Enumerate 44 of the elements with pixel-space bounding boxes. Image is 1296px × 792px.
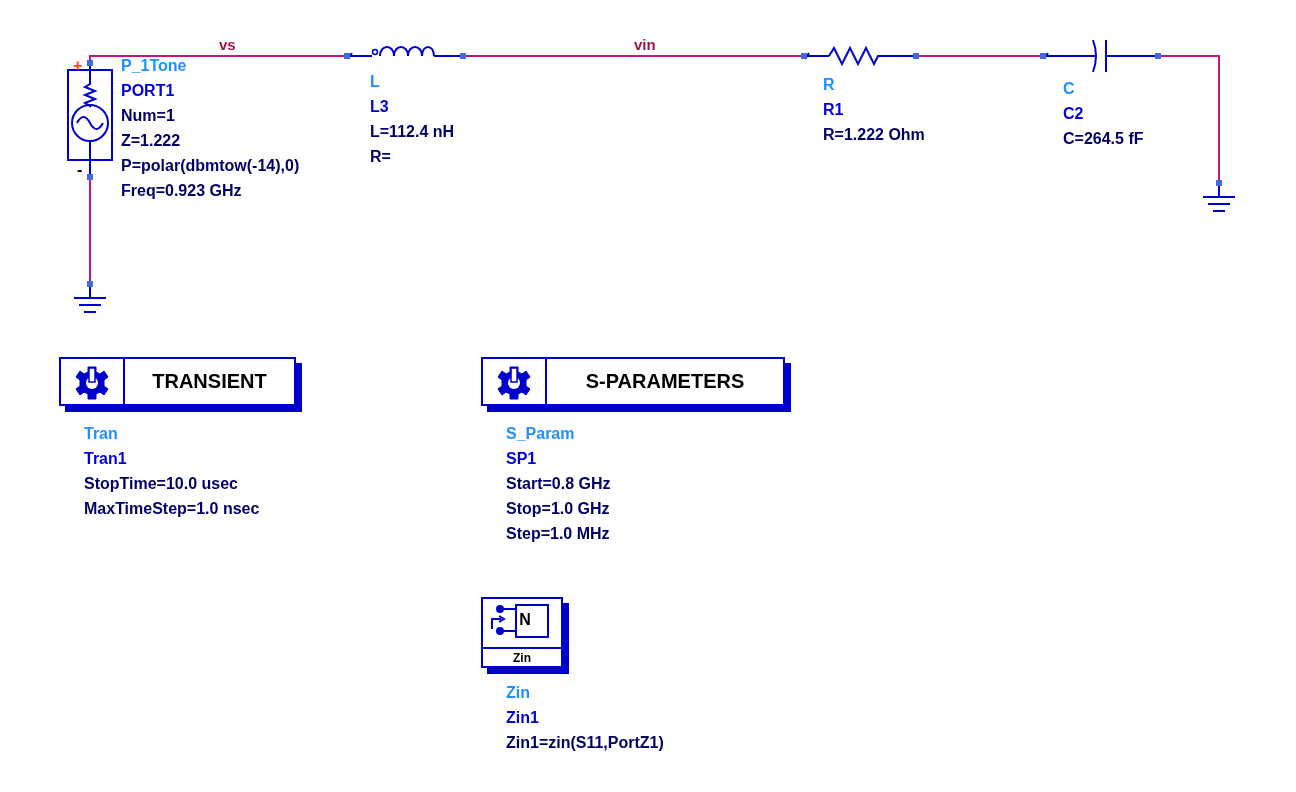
- parameter-label: P=polar(dbmtow(-14),0): [121, 156, 300, 176]
- equation-type-label: Zin: [513, 650, 531, 665]
- ground-symbol: [1203, 180, 1235, 212]
- component-type-label: C: [1063, 79, 1075, 99]
- component-type-label: L: [370, 72, 380, 92]
- instance-name-label: PORT1: [121, 81, 175, 101]
- wire: [89, 55, 345, 61]
- component-type-label: S_Param: [506, 424, 575, 444]
- instance-name-label: Zin1: [506, 708, 539, 728]
- parameter-label: MaxTimeStep=1.0 nsec: [84, 499, 260, 519]
- parameter-label: Freq=0.923 GHz: [121, 181, 242, 201]
- instance-name-label: R1: [823, 100, 844, 120]
- component-type-label: P_1Tone: [121, 56, 187, 76]
- minus-terminal-label: -: [77, 162, 83, 178]
- parameter-label: Step=1.0 MHz: [506, 524, 610, 544]
- wire: [1160, 55, 1220, 181]
- parameter-label: C=264.5 fF: [1063, 129, 1144, 149]
- parameter-label: Z=1.222: [121, 131, 181, 151]
- instance-name-label: SP1: [506, 449, 537, 469]
- instance-name-label: L3: [370, 97, 389, 117]
- parameter-label: Num=1: [121, 106, 175, 126]
- parameter-label: StopTime=10.0 usec: [84, 474, 238, 494]
- parameter-label: Start=0.8 GHz: [506, 474, 611, 494]
- net-label: vin: [632, 37, 658, 53]
- parameter-label: R=1.222 Ohm: [823, 125, 925, 145]
- network-label: N: [519, 612, 531, 628]
- resistor-symbol: [801, 46, 919, 66]
- port-source-symbol: [67, 60, 113, 180]
- parameter-label: L=112.4 nH: [370, 122, 455, 142]
- wire: [465, 55, 802, 57]
- component-type-label: Zin: [506, 683, 530, 703]
- wire: [89, 179, 91, 282]
- parameter-label: R=: [370, 147, 391, 167]
- instance-name-label: Tran1: [84, 449, 127, 469]
- component-type-label: R: [823, 75, 835, 95]
- wire: [918, 55, 1041, 57]
- instance-name-label: C2: [1063, 104, 1084, 124]
- simulation-title: TRANSIENT: [152, 370, 267, 393]
- ground-symbol: [74, 281, 106, 315]
- parameter-label: Stop=1.0 GHz: [506, 499, 610, 519]
- component-type-label: Tran: [84, 424, 118, 444]
- parameter-label: Zin1=zin(S11,PortZ1): [506, 733, 664, 753]
- simulation-title: S-PARAMETERS: [585, 370, 745, 393]
- capacitor-symbol: [1040, 38, 1161, 74]
